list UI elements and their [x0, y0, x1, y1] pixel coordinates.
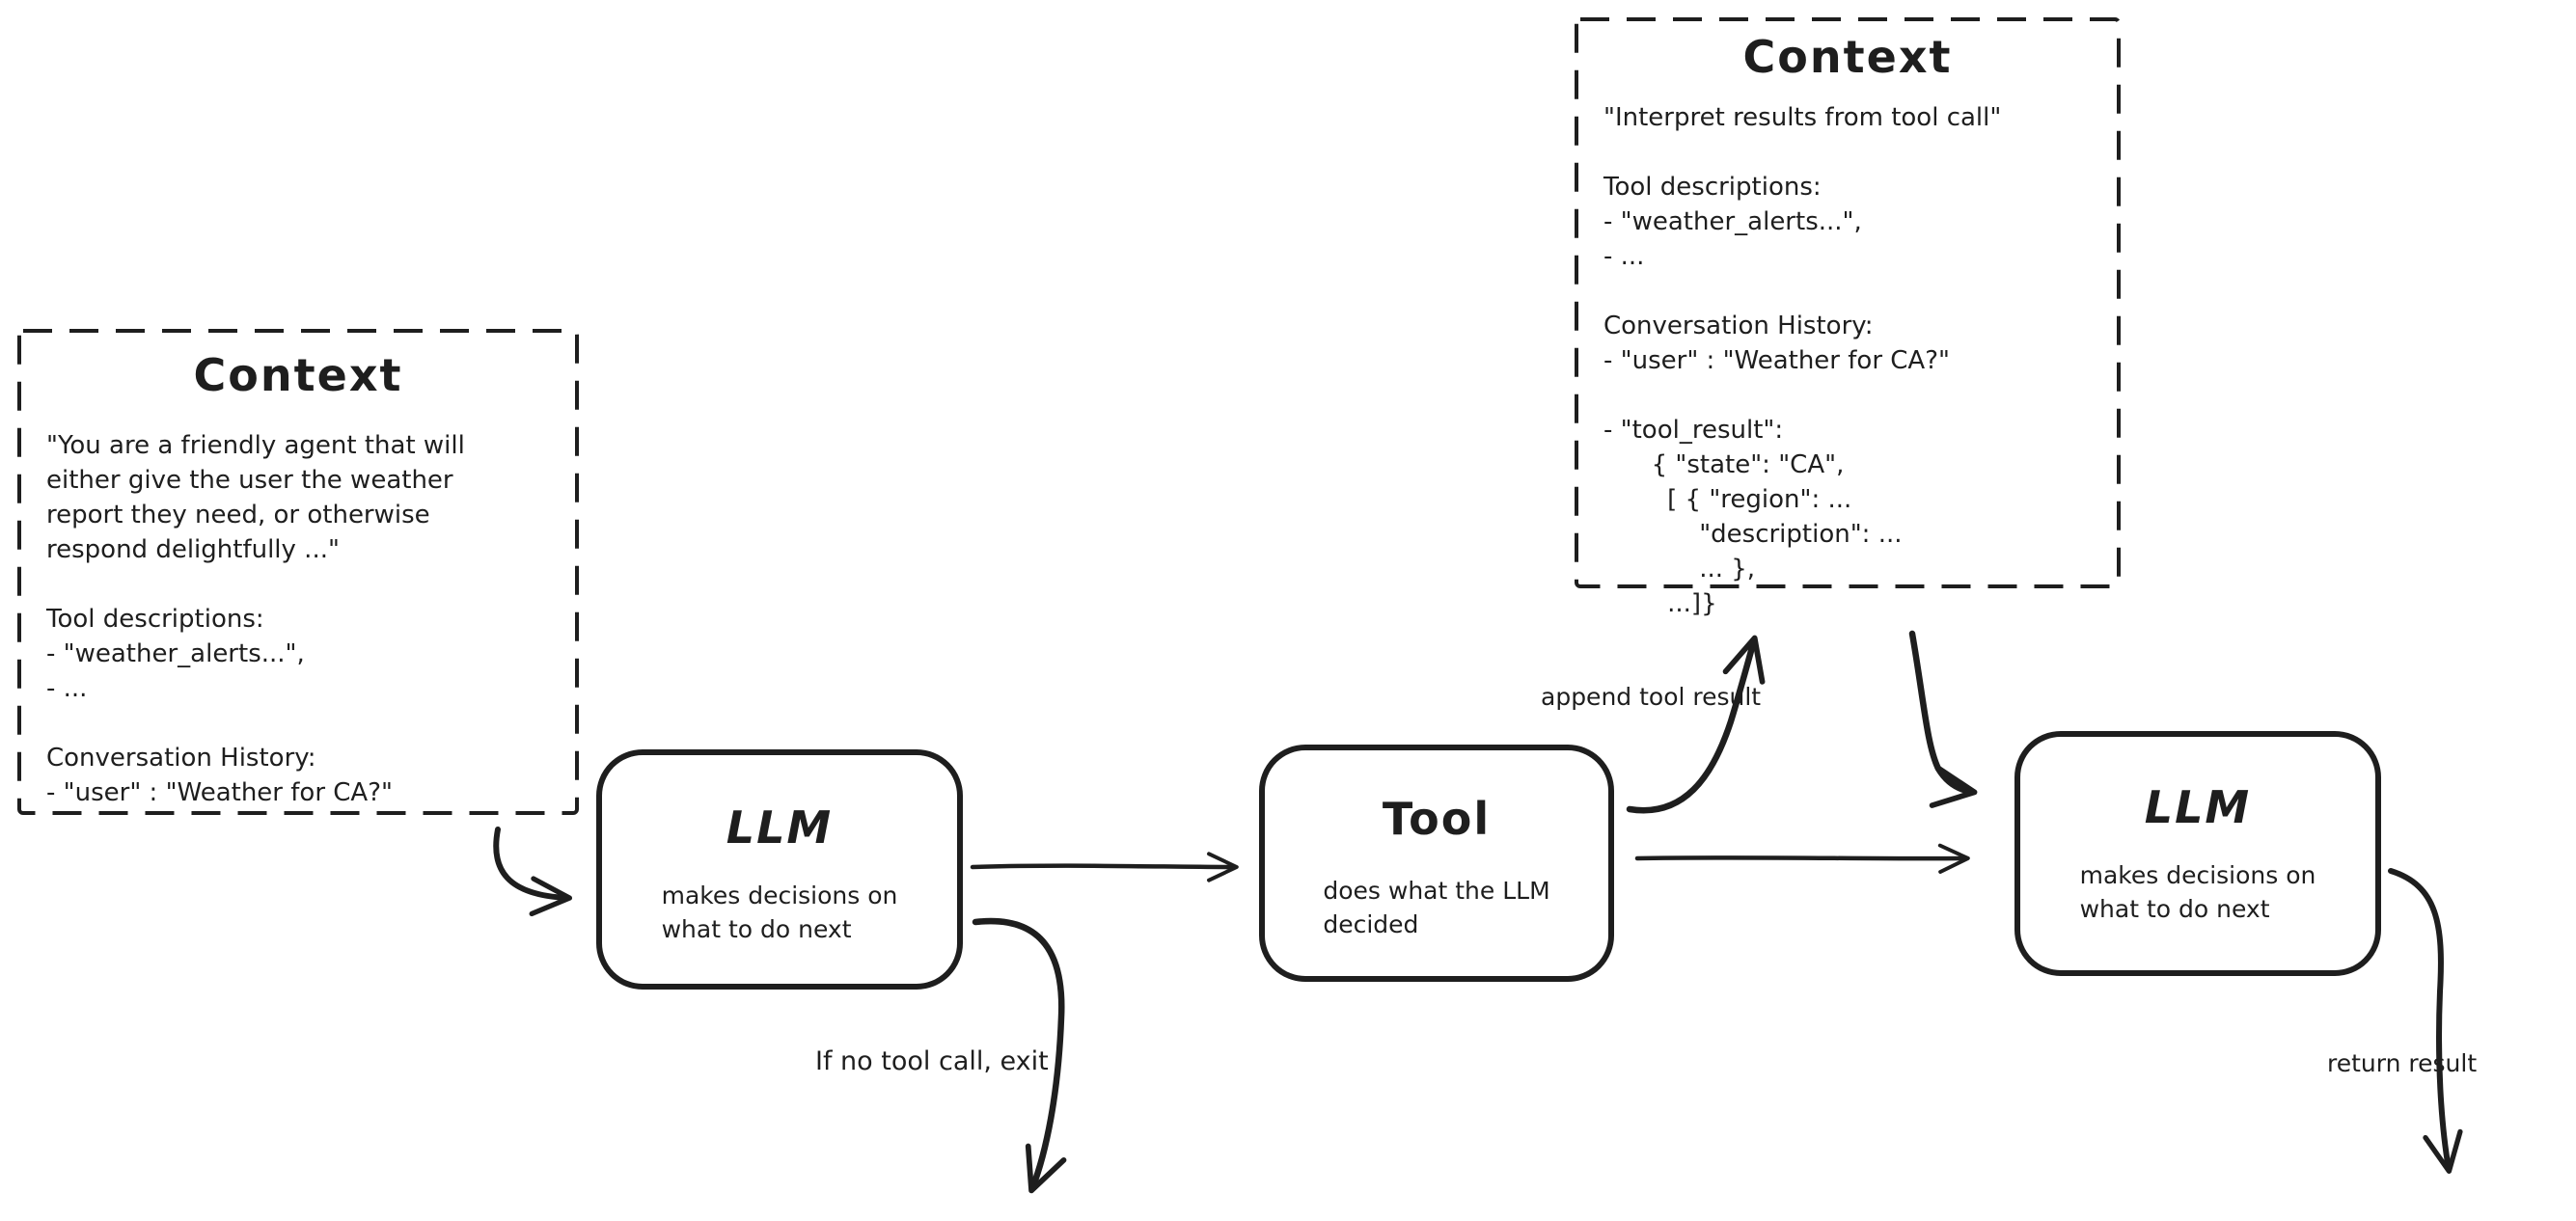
label-return-result: return result — [2327, 1049, 2478, 1077]
context-left-title: Context — [193, 349, 403, 401]
context-right-title: Context — [1742, 31, 1953, 83]
llm2-title: LLM — [2144, 781, 2252, 833]
context-right-box: Context "Interpret results from tool cal… — [1575, 17, 2121, 618]
llm1-title: LLM — [726, 801, 834, 854]
arrow-llm2-return — [2388, 868, 2463, 1175]
tool-title: Tool — [1382, 793, 1492, 845]
arrow-tool-to-context-right — [1626, 635, 1766, 814]
tool-subtitle: does what the LLM decided — [1323, 877, 1550, 938]
label-append-tool-result: append tool result — [1541, 683, 1762, 711]
arrow-context-right-to-llm2 — [1908, 630, 1978, 808]
tool-node: Tool does what the LLM decided — [1259, 745, 1614, 982]
llm1-subtitle: makes decisions on what to do next — [661, 882, 898, 943]
context-left-body: "You are a friendly agent that will eith… — [46, 431, 465, 807]
label-if-no-tool-call-exit: If no tool call, exit — [815, 1046, 1049, 1076]
arrow-tool-to-llm2 — [1634, 843, 1970, 874]
llm2-node: LLM makes decisions on what to do next — [2014, 731, 2381, 976]
llm2-subtitle: makes decisions on what to do next — [2079, 861, 2316, 923]
context-right-body: "Interpret results from tool call" Tool … — [1603, 103, 2002, 618]
llm1-node: LLM makes decisions on what to do next — [596, 749, 963, 990]
arrow-llm1-to-tool — [970, 852, 1239, 882]
arrow-context-left-to-llm1 — [493, 827, 573, 917]
context-left-box: Context "You are a friendly agent that w… — [17, 328, 579, 816]
